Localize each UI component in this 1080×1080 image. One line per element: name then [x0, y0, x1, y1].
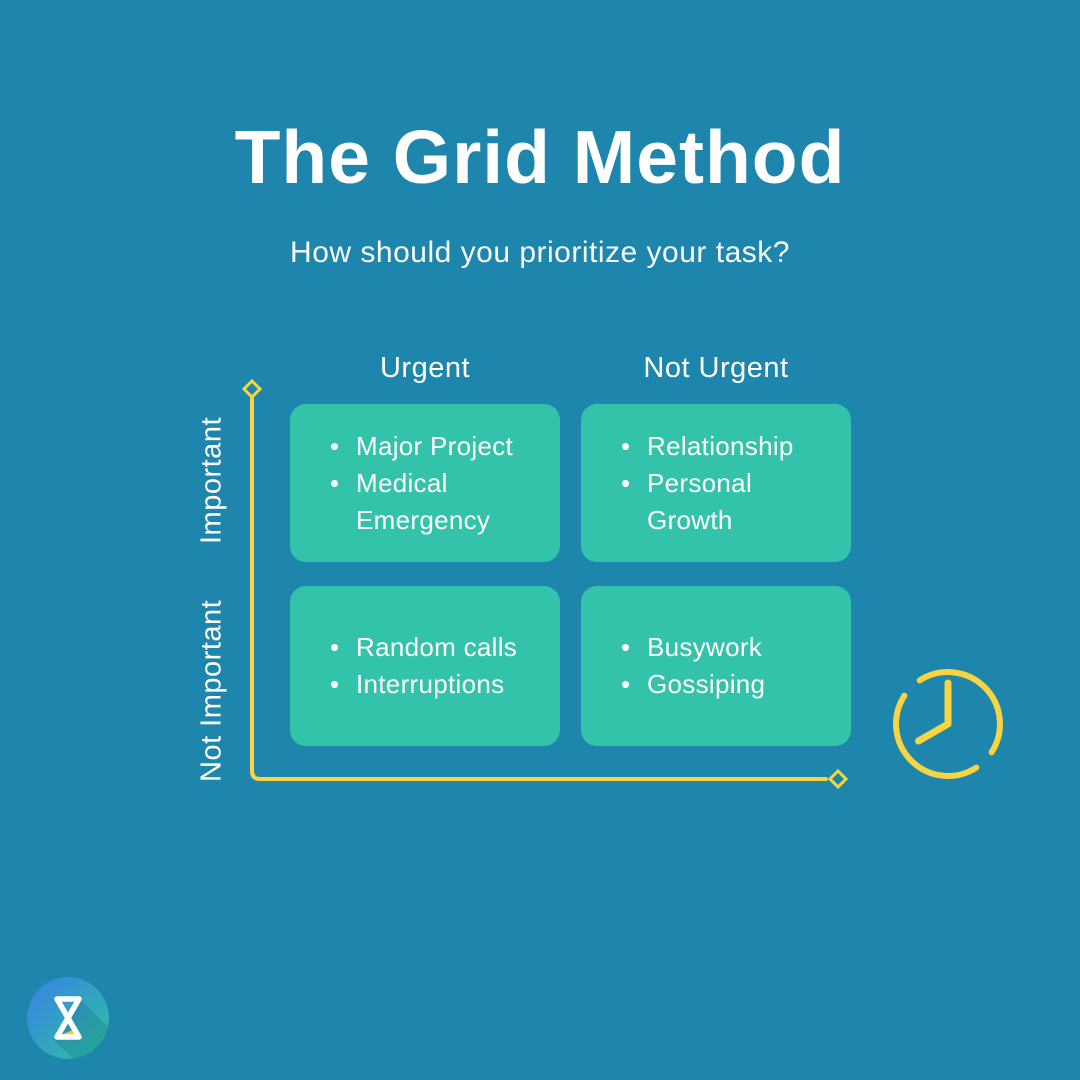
list-item: Relationship: [621, 428, 835, 465]
axis-diamond-top: [241, 378, 263, 400]
list-item: Interruptions: [330, 666, 517, 703]
list-item: Major Project: [330, 428, 544, 465]
quadrant-item-list: Random calls Interruptions: [290, 629, 533, 703]
clock-hands: [915, 679, 952, 745]
quadrant-urgent-important: Major Project Medical Emergency: [290, 404, 560, 562]
list-item: Personal Growth: [621, 465, 835, 539]
page-title: The Grid Method: [234, 115, 846, 199]
list-item: Gossiping: [621, 666, 765, 703]
page-subtitle: How should you prioritize your task?: [290, 236, 790, 269]
row-label-important: Important: [195, 417, 228, 545]
brand-logo: [27, 977, 109, 1059]
quadrant-urgent-not-important: Random calls Interruptions: [290, 586, 560, 746]
clock-face-arc: [893, 692, 980, 779]
quadrant-not-urgent-important: Relationship Personal Growth: [581, 404, 851, 562]
quadrant-not-urgent-not-important: Busywork Gossiping: [581, 586, 851, 746]
clock-face-arc: [916, 669, 1003, 756]
quadrant-item-list: Major Project Medical Emergency: [290, 428, 560, 539]
list-item: Medical Emergency: [330, 465, 544, 539]
column-header-urgent: Urgent: [379, 352, 471, 384]
clock-icon: [893, 669, 1003, 779]
quadrant-item-list: Busywork Gossiping: [581, 629, 781, 703]
list-item: Busywork: [621, 629, 765, 666]
row-label-not-important: Not Important: [195, 599, 228, 783]
quadrant-item-list: Relationship Personal Growth: [581, 428, 851, 539]
list-item: Random calls: [330, 629, 517, 666]
axis-diamond-right: [827, 768, 849, 790]
hourglass-icon: [54, 996, 82, 1040]
column-header-not-urgent: Not Urgent: [643, 352, 789, 384]
